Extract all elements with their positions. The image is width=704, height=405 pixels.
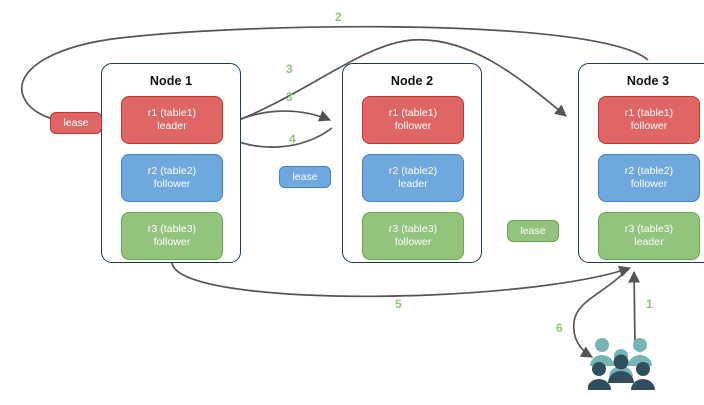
replica-id-label: r2 (table2)	[388, 165, 438, 178]
replica-id-label: r1 (table1)	[388, 107, 438, 120]
replica-id-label: r3 (table3)	[388, 223, 438, 236]
node-title-2: Node 2	[390, 74, 434, 88]
replica-role-label: leader	[157, 120, 187, 132]
lease-badge-table2[interactable]: lease	[279, 166, 331, 188]
replica-role-label: follower	[153, 178, 191, 190]
edge-4-node2-to-node1	[224, 127, 333, 148]
replica-role-label: leader	[398, 178, 428, 190]
step-label-3-lower: 3	[286, 90, 293, 104]
node-container-3[interactable]: Node 3 r1 (table1) follower r2 (table2) …	[578, 63, 704, 263]
edge-2-lease-transfer	[21, 25, 649, 127]
replica-id-label: r2 (table2)	[147, 165, 197, 178]
replica-node2-r2[interactable]: r2 (table2) leader	[362, 154, 464, 202]
replica-node3-r2[interactable]: r2 (table2) follower	[598, 154, 700, 202]
node-container-2[interactable]: Node 2 r1 (table1) follower r2 (table2) …	[342, 63, 482, 263]
replica-role-label: follower	[153, 236, 191, 248]
replica-node3-r3[interactable]: r3 (table3) leader	[598, 212, 700, 260]
replica-role-label: follower	[394, 236, 432, 248]
replica-id-label: r2 (table2)	[624, 165, 674, 178]
step-label-6: 6	[556, 321, 563, 335]
replica-role-label: leader	[634, 236, 664, 248]
step-label-3-upper: 3	[286, 62, 293, 76]
edge-1-client-request	[628, 270, 641, 346]
replica-role-label: follower	[630, 178, 668, 190]
replica-node2-r1[interactable]: r1 (table1) follower	[362, 96, 464, 144]
replica-id-label: r1 (table1)	[624, 107, 674, 120]
step-label-1: 1	[646, 297, 653, 311]
replica-node2-r3[interactable]: r3 (table3) follower	[362, 212, 464, 260]
replica-id-label: r3 (table3)	[147, 223, 197, 236]
replica-node1-r1[interactable]: r1 (table1) leader	[121, 96, 223, 144]
step-label-4: 4	[289, 132, 296, 146]
lease-badge-table3[interactable]: lease	[507, 220, 559, 242]
edge-6-response-to-client	[572, 267, 629, 358]
users-group-icon	[588, 338, 655, 390]
step-label-5: 5	[395, 297, 402, 311]
lease-badge-table1[interactable]: lease	[50, 112, 102, 134]
replica-role-label: follower	[394, 120, 432, 132]
replica-id-label: r3 (table3)	[624, 223, 674, 236]
node-title-3: Node 3	[626, 74, 670, 88]
replica-id-label: r1 (table1)	[147, 107, 197, 120]
edge-5-node1-to-node3	[171, 262, 632, 298]
replica-node3-r1[interactable]: r1 (table1) follower	[598, 96, 700, 144]
node-container-1[interactable]: Node 1 r1 (table1) leader r2 (table2) fo…	[101, 63, 241, 263]
replica-node1-r2[interactable]: r2 (table2) follower	[121, 154, 223, 202]
replica-node1-r3[interactable]: r3 (table3) follower	[121, 212, 223, 260]
node-title-1: Node 1	[149, 74, 193, 88]
edge-3-node1-to-node3	[219, 38, 567, 128]
step-label-2: 2	[335, 10, 342, 24]
replica-role-label: follower	[630, 120, 668, 132]
